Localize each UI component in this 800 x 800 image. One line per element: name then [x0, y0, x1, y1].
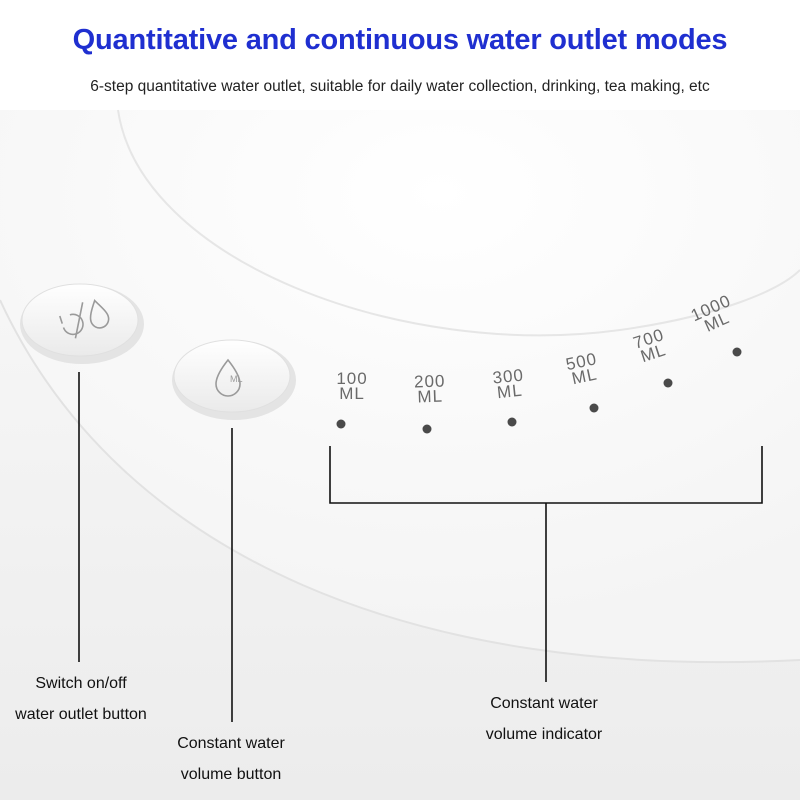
indicator-caption: Constant water volume indicator	[485, 695, 603, 743]
page-title: Quantitative and continuous water outlet…	[72, 24, 728, 56]
volume-button[interactable]	[172, 339, 296, 420]
switch-caption: Switch on/off water outlet button	[15, 675, 147, 723]
inner-ring	[117, 109, 800, 337]
device-edge	[0, 299, 800, 664]
switch-button[interactable]	[20, 283, 144, 364]
indicator-dot	[336, 419, 346, 429]
device-side	[0, 300, 800, 800]
indicator-dot	[589, 403, 599, 413]
indicator-dot	[732, 347, 742, 357]
indicator-dot	[507, 417, 517, 427]
device-top	[0, 110, 800, 663]
svg-text:ML: ML	[230, 374, 243, 384]
volume-button-caption: Constant water volume button	[177, 735, 285, 783]
droplet-ml-icon: ML	[215, 358, 243, 397]
power-droplet-icon	[59, 299, 110, 339]
indicator-dot	[422, 424, 432, 434]
indicator-dot	[663, 378, 673, 388]
page-subtitle: 6-step quantitative water outlet, suitab…	[90, 78, 710, 95]
